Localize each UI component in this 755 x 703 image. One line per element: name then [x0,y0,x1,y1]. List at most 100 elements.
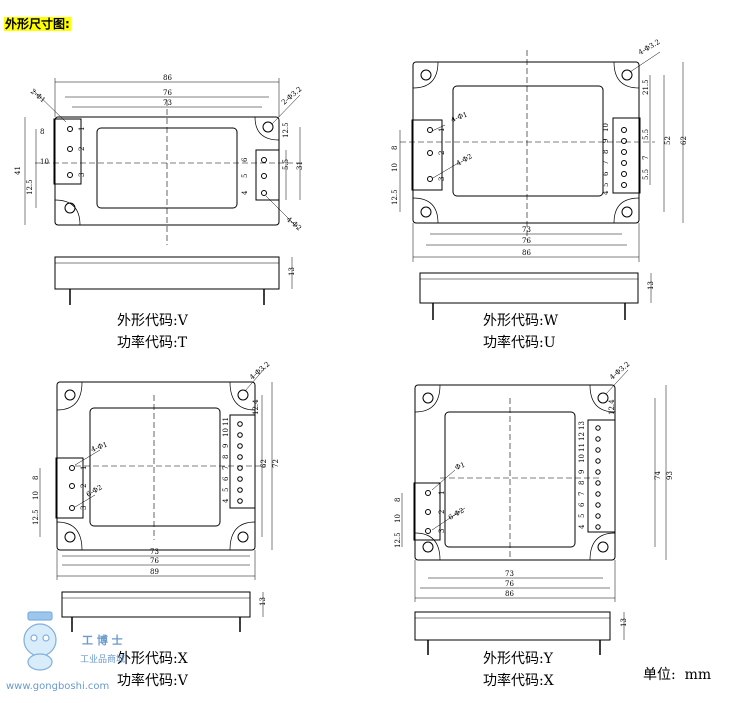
pin-number: 9 [222,444,230,448]
unit-label: 单位: mm [643,667,712,683]
shape-code-label: 外形代码:X [117,651,188,667]
module-window [89,407,221,527]
pin-number: 10 [578,454,586,463]
module-side [61,591,251,618]
dimension-label: 86 [522,249,531,257]
drawing-w [399,50,684,320]
watermark-brand: 工 博 士 [82,634,123,647]
power-code-label: 功率代码:V [117,673,188,689]
pin-number: 2 [438,510,446,514]
dimension-label: 62 [680,136,688,145]
dimension-label: 41 [14,166,22,175]
pin-number: 1 [80,466,88,470]
pin-number: 6 [602,171,610,176]
dimension-label: 8 [394,498,402,502]
pin-block [53,118,82,185]
dimension-label: 6-Φ2 [447,506,466,521]
dimension-label: 52 [664,136,672,145]
dimension-label: 10 [391,163,399,172]
pin-number: 2 [80,484,88,488]
pin-number: 8 [578,481,586,485]
dimension-label: 4-Φ2 [455,152,474,167]
drawing-v [24,78,301,305]
dimension-label: 10 [32,491,40,500]
pin-number: 8 [222,455,230,459]
module-side [54,256,280,290]
dimension-label: 93 [666,471,674,480]
pin-number: 8 [602,150,610,154]
dimension-label: 21.5 [642,79,650,95]
pin-number: 7 [222,466,230,470]
pin-number: 4 [602,190,610,195]
dimension-label: 12.5 [394,532,402,548]
dimension-label: 8 [32,476,40,480]
dimension-label: Φ1 [454,461,466,472]
dimension-label: 13 [647,281,655,290]
pin-number: 5 [578,514,586,518]
pin-number: 7 [602,161,610,165]
dimension-label: 12.5 [26,179,34,195]
dimension-label: 5.5 [642,129,650,140]
pin-number: 10 [222,428,230,437]
pin-number: 3 [438,177,446,181]
pin-number: 12 [578,432,586,441]
dimension-label: 13 [259,597,267,606]
dimension-label: 4-Φ3.2 [637,38,662,57]
dimension-label: 13 [620,618,628,627]
dimension-label: 8 [40,128,44,136]
shape-code-label: 外形代码:V [117,313,188,329]
dimension-label: 10 [394,514,402,523]
pin-number: 6 [578,502,586,507]
pin-number: 4 [578,524,586,529]
dimension-label: 8 [391,146,399,150]
pin-number: 13 [578,421,586,430]
pin-number: 1 [438,491,446,495]
pin-number: 4 [241,190,249,195]
pin-number: 6 [241,157,249,162]
drawing-x [39,367,273,632]
pin-block [255,149,280,201]
dimension-label: 4-Φ3.2 [248,360,271,381]
pin-number: 3 [78,173,86,177]
pin-number: 5 [222,488,230,492]
pin-number: 11 [578,443,586,452]
dimension-label: 10 [40,158,49,166]
dimension-label: 12.5 [32,509,40,525]
pin-number: 2 [438,151,446,155]
module-side [419,272,639,304]
dimension-label: 74 [654,471,662,480]
dimension-label: 73 [150,548,159,556]
module-body [412,61,640,224]
dimension-label: 76 [163,89,172,97]
dimension-label: 76 [522,237,531,245]
page-title: 外形尺寸图: [4,17,71,31]
module-window [452,85,604,197]
dimension-label: 76 [150,557,159,565]
pin-number: 7 [578,492,586,496]
dimension-label: 73 [163,99,172,107]
dimension-label: 31 [296,161,304,170]
dimension-label: 76 [505,580,514,588]
dimension-label: 4-Φ1 [90,441,109,454]
dimension-label: 86 [163,74,172,82]
pin-number: 9 [578,470,586,474]
shape-code-label: 外形代码:W [483,313,559,329]
dimension-label: 12.4 [608,399,616,415]
pin-number: 2 [78,147,86,151]
module-side [414,611,611,641]
pin-number: 3 [80,506,88,510]
watermark-mascot-icon [23,611,57,671]
dimension-label: 4-Φ2 [285,215,303,232]
pin-number: 5 [602,183,610,187]
watermark-url: www.gongboshi.com [6,681,110,692]
pin-number: 11 [222,417,230,426]
dimension-label: 72 [272,459,280,468]
power-code-label: 功率代码:X [483,673,554,689]
dimension-label: 12.5 [391,189,399,205]
dimension-label: 86 [505,590,514,598]
dimension-label: 5.5 [282,159,290,170]
mount-hole [262,121,274,133]
power-code-label: 功率代码:U [483,335,556,351]
dimension-label: 13 [288,267,296,276]
pin-number: 5 [241,174,249,178]
